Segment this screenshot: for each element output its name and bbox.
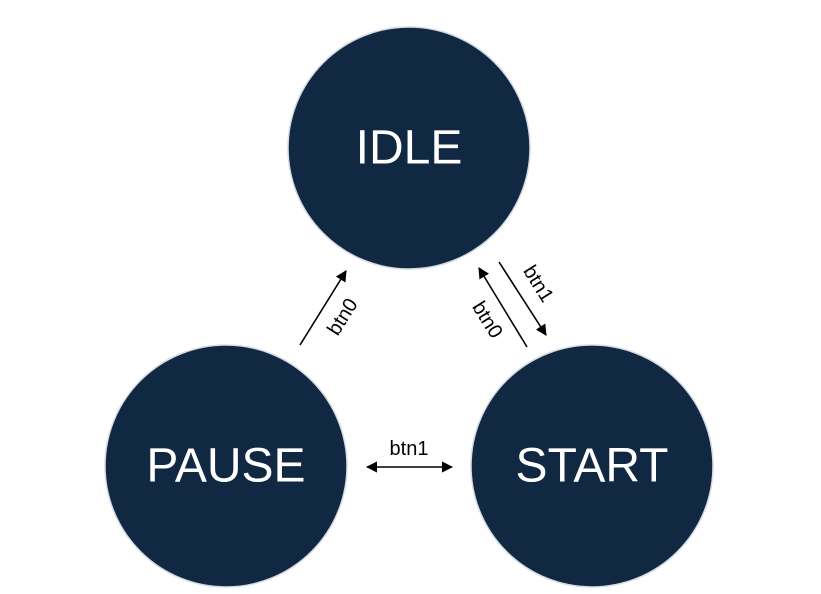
state-pause: PAUSE: [104, 344, 348, 588]
transition-label-pause-start: btn1: [390, 438, 429, 460]
transition-pause-start: btn1: [365, 438, 454, 473]
state-idle-circle: [287, 26, 531, 270]
arrow-start-to-idle: [478, 267, 528, 348]
state-start-label: START: [516, 440, 669, 493]
state-pause-label: PAUSE: [146, 440, 305, 493]
arrow-idle-to-start: [498, 261, 547, 336]
state-start-circle: [470, 344, 714, 588]
state-idle: IDLE: [287, 26, 531, 270]
transition-pause-to-idle: btn0: [299, 270, 363, 346]
transition-idle-to-start: btn1: [498, 261, 558, 336]
arrow-pause-to-idle: [299, 270, 347, 346]
transition-label-pause-to-idle: btn0: [323, 295, 362, 340]
transition-label-idle-to-start: btn1: [518, 262, 557, 307]
state-idle-label: IDLE: [356, 122, 463, 175]
state-pause-circle: [104, 344, 348, 588]
transition-start-to-idle: btn0: [467, 267, 528, 348]
state-start: START: [470, 344, 714, 588]
